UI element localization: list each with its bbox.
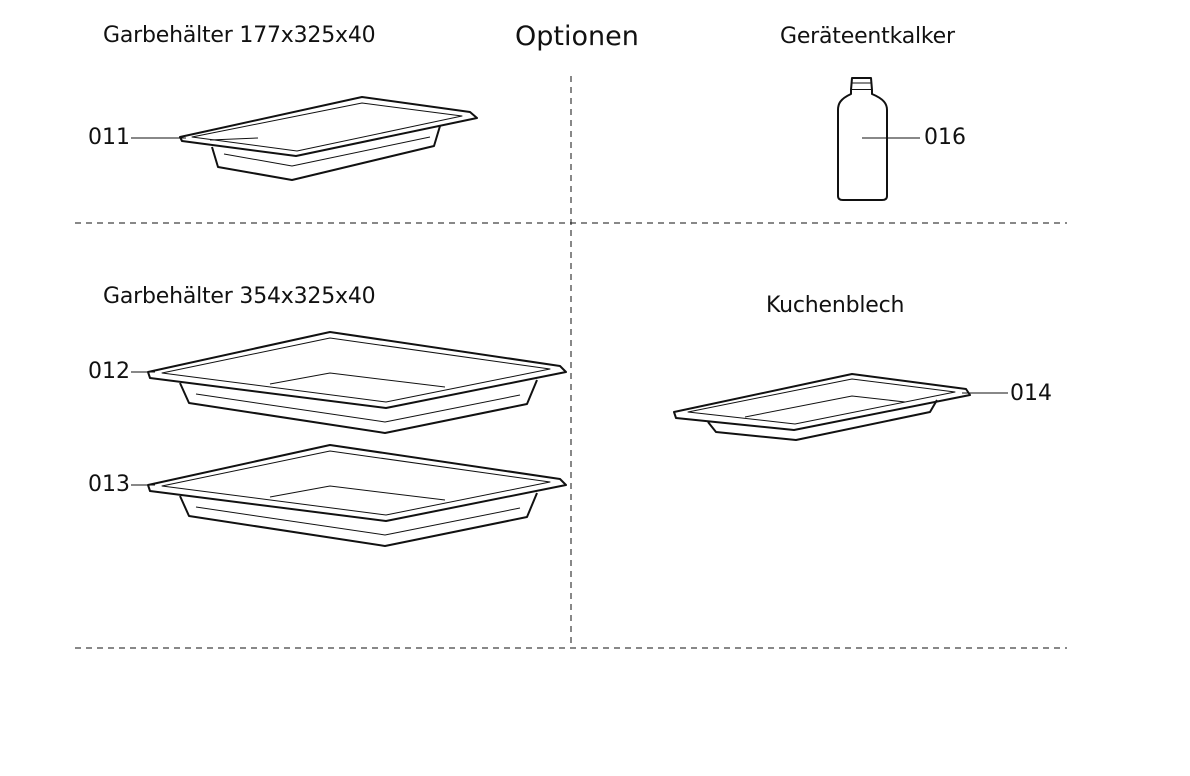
- part-number-012: 012: [88, 359, 130, 384]
- section-label-descaler: Geräteentkalker: [780, 24, 955, 49]
- part-number-016: 016: [924, 125, 966, 150]
- section-label-pan-small: Garbehälter 177x325x40: [103, 23, 376, 48]
- pan-small-drawing: [179, 96, 478, 181]
- pan-large-012-drawing: [147, 331, 567, 434]
- page-title: Optionen: [515, 21, 639, 52]
- grid-lines: [75, 76, 1067, 649]
- part-number-011: 011: [88, 125, 130, 150]
- part-number-014: 014: [1010, 381, 1052, 406]
- section-label-pan-large: Garbehälter 354x325x40: [103, 284, 376, 309]
- descaler-bottle-drawing: [837, 77, 888, 201]
- section-label-baking-sheet: Kuchenblech: [766, 293, 905, 318]
- baking-sheet-drawing: [673, 373, 971, 441]
- pan-large-013-drawing: [147, 444, 567, 547]
- part-number-013: 013: [88, 472, 130, 497]
